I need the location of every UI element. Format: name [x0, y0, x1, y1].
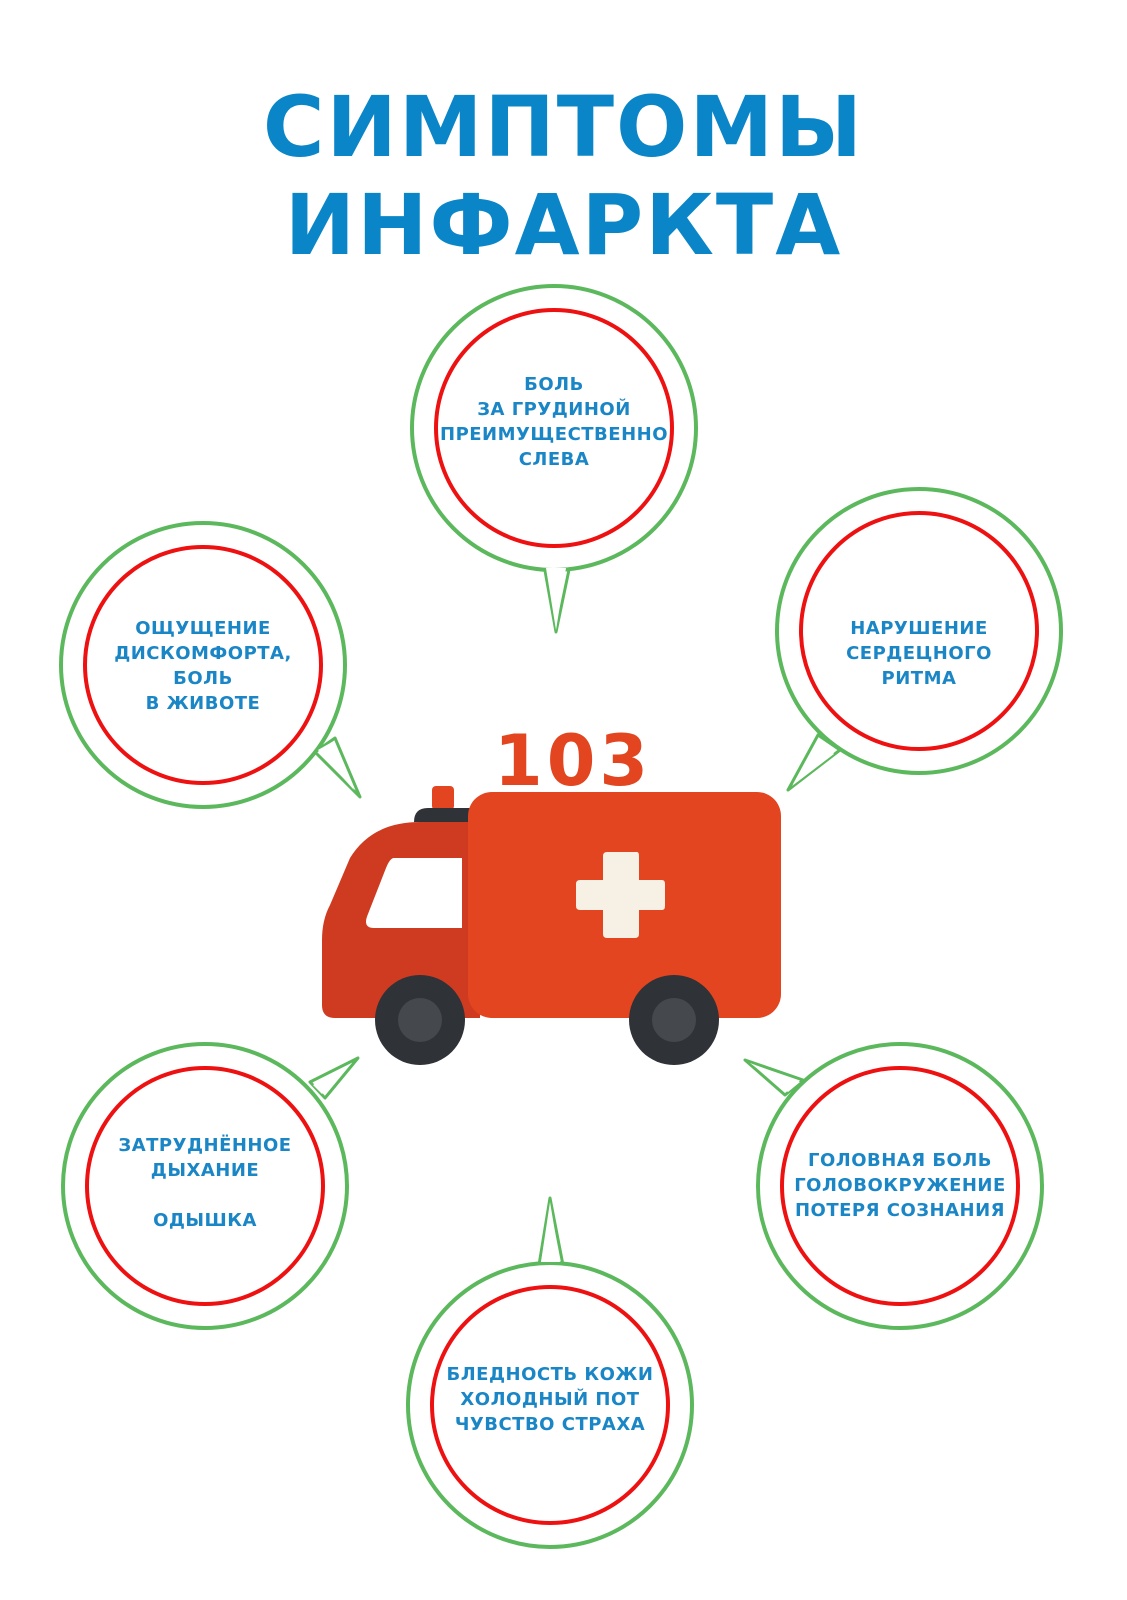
symptom-line: БОЛЬ [524, 374, 584, 395]
symptom-bubble-pallor [406, 1196, 694, 1549]
symptom-text-heart-rhythm: НАРУШЕНИЕ СЕРДЕЦНОГО РИТМА [799, 616, 1039, 691]
cross-icon [576, 852, 665, 938]
symptom-line: ДЫХАНИЕ [150, 1160, 260, 1181]
outer-ring [61, 1042, 349, 1330]
inner-ring [434, 308, 674, 548]
outer-ring [775, 487, 1063, 775]
symptom-line: ПРЕИМУЩЕСТВЕННО [440, 424, 668, 445]
symptom-line: В ЖИВОТЕ [145, 693, 261, 714]
symptom-line: БЛЕДНОСТЬ КОЖИ [446, 1364, 654, 1385]
symptom-line: НАРУШЕНИЕ [850, 618, 988, 639]
symptom-line: СЕРДЕЦНОГО [846, 643, 992, 664]
symptom-line: ПОТЕРЯ СОЗНАНИЯ [794, 1200, 1006, 1221]
outer-ring [406, 1261, 694, 1549]
symptom-line: ОЩУЩЕНИЕ [135, 618, 271, 639]
inner-ring [799, 511, 1039, 751]
outer-ring [756, 1042, 1044, 1330]
symptom-bubble-chest-pain [410, 284, 698, 634]
inner-ring [780, 1066, 1020, 1306]
symptom-text-chest-pain: БОЛЬ ЗА ГРУДИНОЙ ПРЕИМУЩЕСТВЕННО СЛЕВА [434, 372, 674, 472]
symptom-line: ЗА ГРУДИНОЙ [477, 399, 631, 420]
inner-ring [85, 1066, 325, 1306]
outer-ring [59, 521, 347, 809]
symptom-bubble-abdominal-pain [59, 521, 362, 809]
symptom-line: РИТМА [881, 668, 957, 689]
symptom-line: ЗАТРУДНЁННОЕ [118, 1135, 292, 1156]
symptom-line: СЛЕВА [518, 449, 590, 470]
symptom-line [85, 1183, 325, 1208]
symptom-bubble-headache [743, 1042, 1044, 1330]
symptom-line: ГОЛОВОКРУЖЕНИЕ [794, 1175, 1006, 1196]
symptom-text-breathing: ЗАТРУДНЁННОЕ ДЫХАНИЕ ОДЫШКА [85, 1133, 325, 1233]
symptom-text-abdominal-pain: ОЩУЩЕНИЕ ДИСКОМФОРТА, БОЛЬ В ЖИВОТЕ [83, 616, 323, 716]
symptom-bubble-breathing [61, 1042, 360, 1330]
symptom-text-headache: ГОЛОВНАЯ БОЛЬ ГОЛОВОКРУЖЕНИЕ ПОТЕРЯ СОЗН… [770, 1148, 1030, 1223]
symptom-line: ЧУВСТВО СТРАХА [454, 1414, 646, 1435]
ambulance-number: 103 [494, 720, 653, 802]
symptom-line: ГОЛОВНАЯ БОЛЬ [807, 1150, 993, 1171]
symptom-line: ДИСКОМФОРТА, [114, 643, 292, 664]
symptom-line: БОЛЬ [173, 668, 233, 689]
symptom-line: ОДЫШКА [153, 1210, 257, 1231]
symptom-bubble-heart-rhythm [775, 487, 1063, 792]
symptom-line: ХОЛОДНЫЙ ПОТ [460, 1389, 640, 1410]
ambulance-icon [322, 786, 781, 1065]
inner-ring [83, 545, 323, 785]
symptom-text-pallor: БЛЕДНОСТЬ КОЖИ ХОЛОДНЫЙ ПОТ ЧУВСТВО СТРА… [420, 1362, 680, 1437]
inner-ring [430, 1285, 670, 1525]
page-title: СИМПТОМЫ ИНФАРКТА [262, 78, 865, 274]
